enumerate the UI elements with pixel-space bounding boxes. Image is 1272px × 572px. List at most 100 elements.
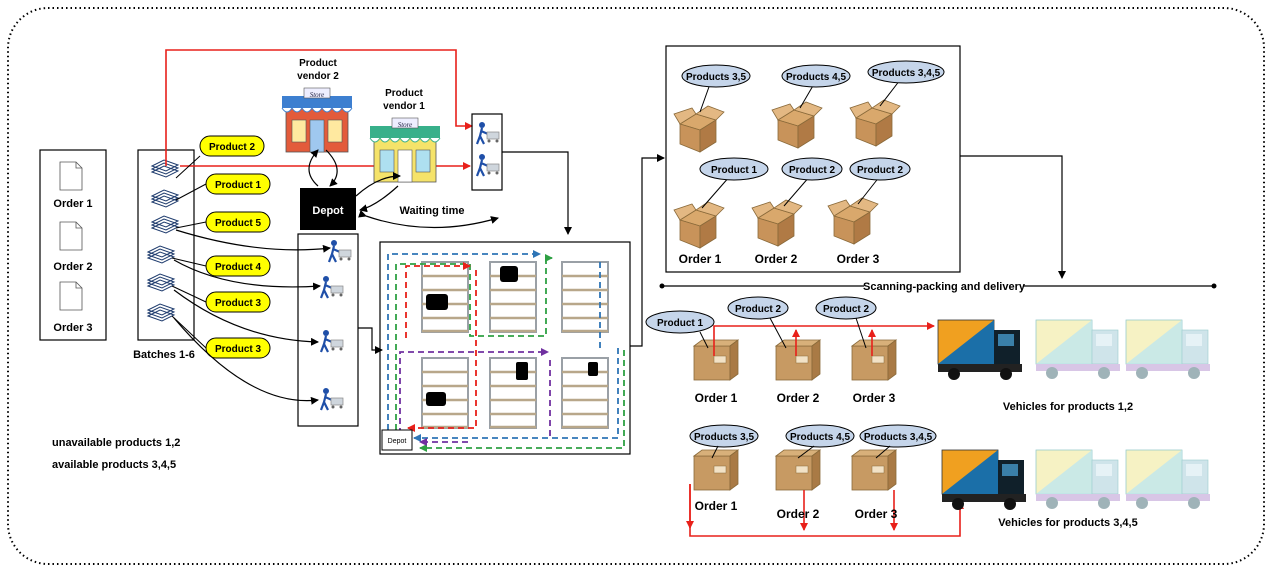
depot-vendor-arrow — [359, 185, 399, 213]
flow-arrow — [960, 155, 1066, 279]
product-tag-label: Product 2 — [209, 142, 256, 153]
batch-stack-icon — [151, 189, 179, 208]
batch-stack-icon — [151, 159, 179, 178]
connector-line — [171, 285, 207, 303]
product-bubble-label: Product 1 — [711, 165, 758, 176]
truck-icon — [1125, 319, 1211, 380]
truck-icon — [937, 319, 1023, 381]
connector-line — [857, 175, 881, 205]
warehouse-pickers-box — [297, 233, 359, 427]
flow-arrow — [358, 327, 383, 354]
truck-icon — [1125, 449, 1211, 510]
open-box-icon — [751, 199, 803, 247]
product-bubble: Product 2 — [815, 296, 877, 320]
product-bubble-label: Products 4,5 — [790, 432, 850, 443]
truck-icon — [941, 449, 1027, 511]
unavailable-item-mark — [426, 294, 448, 310]
warehouse-depot-label: Depot — [388, 438, 407, 445]
connector-line — [879, 79, 901, 107]
vehicles-label: Vehicles for products 3,4,5 — [998, 517, 1137, 529]
product-bubble: Product 2 — [849, 157, 911, 181]
depot-box — [300, 188, 356, 230]
flow-curve — [175, 229, 331, 253]
store-sign: Store — [398, 121, 413, 129]
flow-arrow — [630, 154, 665, 347]
order-label: Order 3 — [53, 322, 92, 334]
product-tag: Product 3 — [205, 337, 271, 359]
depot-label: Depot — [312, 205, 344, 217]
orders-box — [39, 149, 107, 341]
connector-line — [875, 445, 891, 459]
shelf-icon — [488, 356, 538, 430]
connector-line — [175, 155, 201, 179]
sorting-box — [665, 45, 961, 273]
closed-box-icon — [775, 449, 821, 491]
order-label: Order 1 — [695, 499, 738, 513]
picking-route-red — [405, 262, 471, 338]
picking-route-red — [407, 270, 477, 432]
note-available: available products 3,4,5 — [52, 459, 176, 471]
product-bubble: Products 3,5 — [681, 64, 751, 88]
product-bubble: Products 4,5 — [785, 424, 855, 448]
batches-label: Batches 1-6 — [133, 349, 195, 361]
connector-line — [699, 331, 709, 349]
connector-line — [711, 445, 719, 459]
connector-line — [699, 83, 711, 113]
vehicles-label: Vehicles for products 1,2 — [1003, 401, 1133, 413]
product-tag: Product 1 — [205, 173, 271, 195]
order-label: Order 3 — [837, 252, 880, 266]
picker-icon — [475, 120, 501, 146]
product-bubble-label: Products 3,5 — [694, 432, 754, 443]
note-unavailable: unavailable products 1,2 — [52, 437, 180, 449]
vendor-2-label: Product — [299, 58, 337, 69]
picking-route-blue — [387, 250, 541, 440]
connector-line — [855, 317, 867, 349]
depot-vendor-arrow — [308, 149, 319, 187]
flow-curve — [173, 317, 319, 405]
depot-vendor-arrow — [355, 172, 401, 197]
order-label: Order 1 — [695, 391, 738, 405]
picker-icon — [319, 328, 345, 354]
connector-line — [797, 445, 815, 459]
closed-box-icon — [693, 339, 739, 381]
product-bubble-label: Products 3,5 — [686, 72, 746, 83]
connector-line — [175, 221, 207, 229]
shelf-icon — [560, 356, 610, 430]
flow-curve — [173, 259, 321, 291]
picker-icon — [327, 238, 353, 264]
connector-line — [701, 175, 731, 209]
connector-line — [799, 83, 815, 109]
vendor-1-label: Product — [385, 88, 423, 99]
product-bubble: Product 1 — [699, 157, 769, 181]
document-icon — [59, 161, 83, 191]
depot-vendor-arrow — [325, 149, 338, 187]
picking-route-green — [419, 350, 625, 452]
connector-line — [783, 175, 811, 207]
closed-box-icon — [851, 449, 897, 491]
picking-route-purple — [399, 348, 549, 434]
unavailable-item-mark — [516, 362, 528, 380]
store-sign: Store — [310, 91, 325, 99]
document-icon — [59, 281, 83, 311]
product-bubble-label: Product 2 — [789, 165, 836, 176]
open-box-icon — [673, 201, 725, 249]
unavailable-item-mark — [588, 362, 598, 376]
product-bubble: Products 4,5 — [781, 64, 851, 88]
product-bubble: Product 2 — [781, 157, 843, 181]
order-label: Order 2 — [755, 252, 798, 266]
scanning-label-bg — [864, 279, 1024, 293]
connector-line — [769, 317, 787, 349]
connector-line — [171, 315, 207, 349]
product-bubble-label: Products 3,4,5 — [864, 432, 933, 443]
order-label: Order 2 — [53, 261, 92, 273]
red-delivery-line — [713, 322, 935, 356]
unavailable-item-mark — [426, 392, 446, 406]
vendor-1-label: vendor 1 — [383, 101, 425, 112]
product-bubble-label: Products 3,4,5 — [872, 68, 941, 79]
flow-arrow — [502, 151, 572, 235]
closed-box-icon — [693, 449, 739, 491]
product-tag: Product 5 — [205, 211, 271, 233]
product-tag: Product 4 — [205, 255, 271, 277]
order-label: Order 1 — [53, 198, 92, 210]
